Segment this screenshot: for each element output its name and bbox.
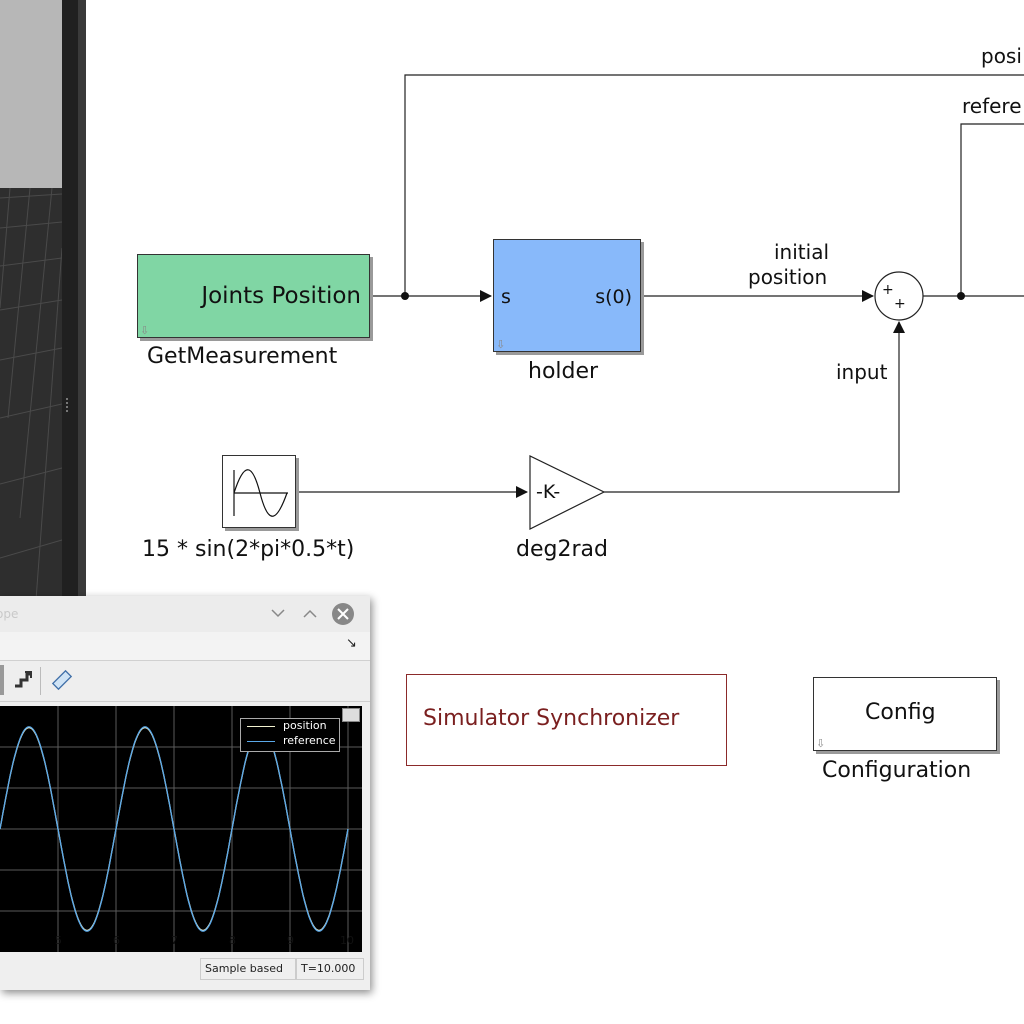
joints-position-label: Joints Position	[201, 283, 361, 309]
holder-block[interactable]: s s(0) ⇩	[493, 239, 641, 352]
sine-block-name: 15 * sin(2*pi*0.5*t)	[142, 537, 355, 562]
block-link-arrow-icon: ⇩	[140, 324, 150, 337]
viewer-ground-grid	[0, 188, 62, 600]
sum-block	[874, 271, 924, 321]
x-tick-label: 5	[55, 934, 62, 947]
block-link-arrow-icon: ⇩	[816, 737, 826, 750]
legend-position: position	[283, 719, 327, 732]
sine-wave-block[interactable]	[222, 455, 296, 528]
signal-label-initial: initial	[774, 240, 829, 264]
gain-block	[529, 455, 606, 530]
signal-label-reference-out: refere	[962, 94, 1022, 118]
3d-viewer-panel[interactable]	[0, 0, 86, 600]
dock-arrow-icon[interactable]: ↘	[346, 636, 357, 651]
status-time: T=10.000	[296, 958, 364, 980]
gain-block-name: deg2rad	[516, 537, 608, 562]
series-reference	[0, 726, 349, 932]
viewer-sky	[0, 0, 62, 188]
joints-position-block[interactable]: Joints Position ⇩	[137, 254, 370, 338]
simulator-synchronizer-block[interactable]: Simulator Synchronizer	[406, 674, 727, 766]
legend-reference: reference	[283, 734, 336, 747]
configuration-name: Configuration	[822, 758, 972, 783]
x-tick-label: 8	[229, 934, 236, 947]
scope-titlebar[interactable]: ope	[0, 596, 370, 632]
toolbar-separator	[40, 667, 41, 695]
sum-sign-bottom: +	[894, 296, 906, 312]
line-gain-to-sum	[604, 321, 905, 493]
window-controls	[271, 603, 354, 625]
splitter-handle[interactable]	[66, 398, 68, 414]
get-measurement-name: GetMeasurement	[147, 344, 338, 369]
holder-name: holder	[528, 359, 599, 384]
holder-input-port: s	[501, 286, 511, 308]
sum-sign-top: +	[882, 282, 894, 298]
block-link-arrow-icon: ⇩	[496, 338, 506, 351]
line-position-feedback	[404, 74, 1024, 296]
scope-menubar: ↘	[0, 632, 370, 661]
config-label: Config	[865, 700, 936, 725]
simulator-synchronizer-label: Simulator Synchronizer	[423, 706, 680, 731]
scope-window[interactable]: ope ↘ position reference	[0, 596, 370, 990]
scope-title: ope	[0, 607, 19, 621]
measure-ruler-icon[interactable]	[50, 668, 74, 692]
config-block[interactable]: Config ⇩	[813, 677, 997, 751]
viewer-sidebar	[62, 0, 78, 600]
scope-toolbar	[0, 661, 370, 702]
x-tick-label: 9	[287, 934, 294, 947]
status-sample-mode: Sample based	[200, 958, 296, 980]
x-tick-label: 7	[171, 934, 178, 947]
x-tick-label: 10	[340, 934, 354, 947]
gain-label: -K-	[536, 481, 561, 503]
maximize-icon[interactable]	[303, 609, 317, 618]
scope-plot-area[interactable]: position reference	[0, 706, 362, 952]
branch-point-position	[401, 292, 409, 300]
signal-label-input: input	[836, 360, 888, 384]
style-icon[interactable]	[11, 668, 35, 692]
holder-output-port: s(0)	[595, 286, 632, 308]
branch-point-reference	[957, 292, 965, 300]
viewer-edge	[78, 0, 86, 600]
minimize-icon[interactable]	[271, 609, 285, 618]
line-reference	[960, 123, 1024, 296]
toolbar-button-partial[interactable]	[0, 665, 4, 695]
plot-expand-icon[interactable]	[342, 708, 360, 722]
signal-label-position-out: posi	[981, 44, 1022, 68]
signal-label-position: position	[748, 265, 828, 289]
x-tick-label: 6	[113, 934, 120, 947]
scope-statusbar: Sample based T=10.000	[0, 954, 370, 990]
plot-legend: position reference	[240, 718, 340, 752]
